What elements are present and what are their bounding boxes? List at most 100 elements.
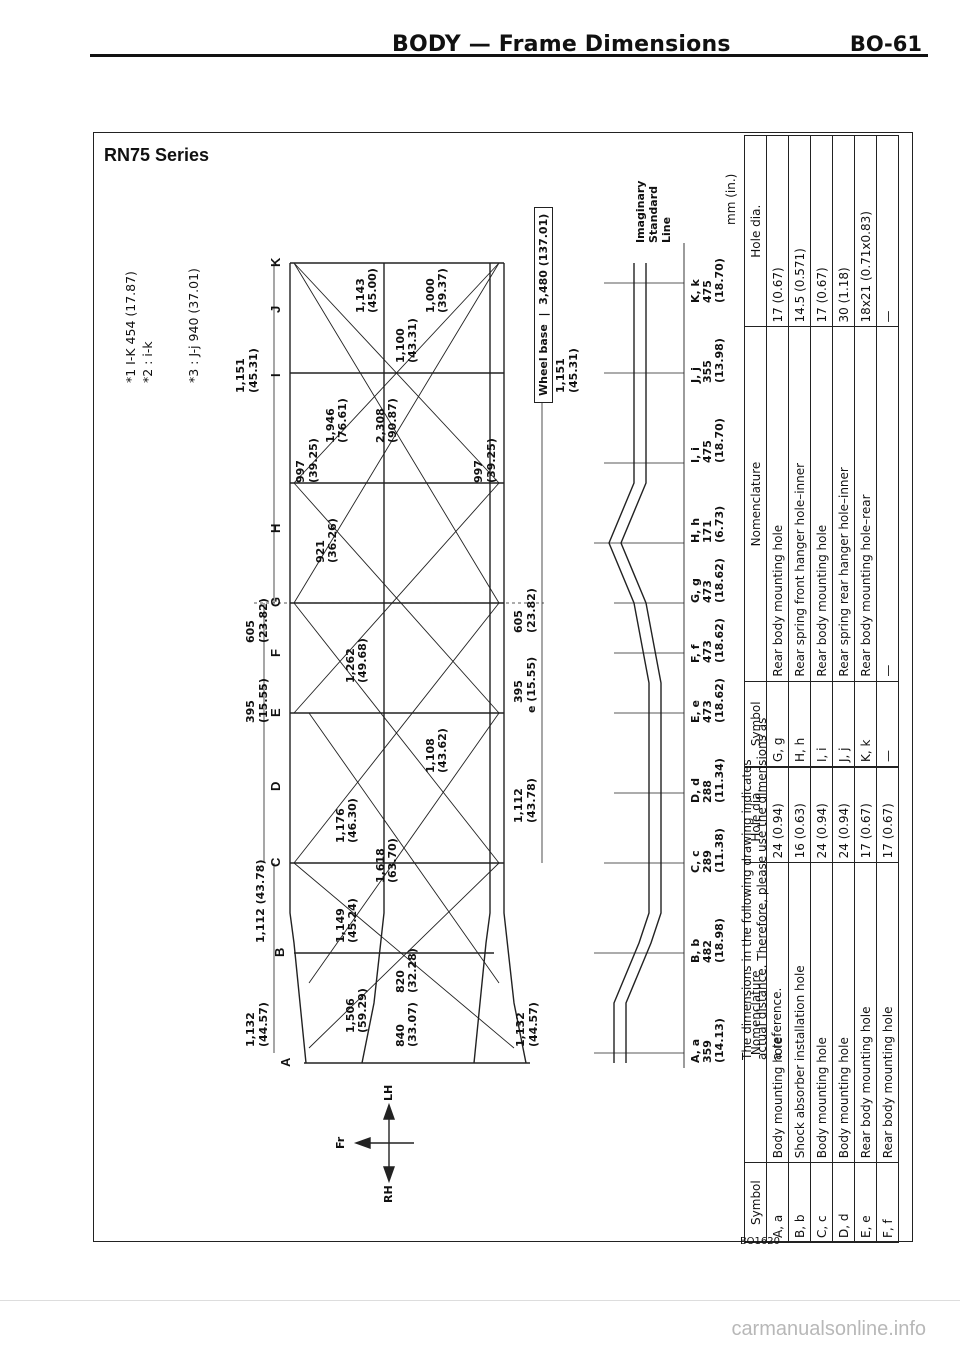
rotated-content: *1 I-K 454 (17.87) *2 : i-k *3 : J-j 940… [94,133,914,1243]
page-header: BODY — Frame Dimensions BO-61 [32,18,928,58]
caption-line-1: The dimensions in the following drawing … [740,759,754,1060]
diag-9-in: (36.26) [326,518,339,563]
dim-ab-bottom-in: (44.57) [527,1002,540,1047]
dim-hi-bottom-in: (39.25) [485,438,498,483]
diag-10-in: (76.61) [336,398,349,443]
figure-code: BO1620 [740,1236,781,1247]
page-title: BODY — Frame Dimensions [392,32,731,57]
dir-rh: RH [382,1185,395,1203]
frame-diagram: A B C D E F G H I J K [254,243,685,1184]
point-B: B [272,948,287,957]
point-F: F [268,649,283,657]
dim-ef-bottom: 395 [512,680,525,703]
point-J: J [268,306,283,313]
caption-line-3: a reference. [770,987,784,1060]
page-number: BO-61 [849,32,922,56]
series-label: RN75 Series [104,145,210,165]
dim-gi-bottom: 1,151 [554,358,567,393]
imaginary-1: Imaginary [634,180,647,243]
diag-5-in: (46.30) [346,798,359,843]
dim-fg-in: (23.82) [257,598,270,643]
dim-ef: 395 [244,700,257,723]
point-H: H [268,524,283,533]
dim-cd: 1,112 (43.78) [254,859,267,943]
frame-dimensions-figure: RN75 Series *1 I-K 454 (17.87) *2 : i-k … [93,132,914,1243]
dim-gi: 1,151 [234,358,247,393]
dim-fg-bottom-in: (23.82) [525,588,538,633]
dir-lh: LH [382,1084,395,1101]
point-D: D [268,782,283,791]
imaginary-line-label: Imaginary Standard Line [634,181,673,243]
col-nomenclature: Nomenclature [744,326,767,682]
diag-12-in: (43.31) [406,318,419,363]
col-hole-dia: Hole dia. [744,135,767,327]
point-I: I [268,373,283,377]
dim-ab-in: (44.57) [257,1002,270,1047]
wheel-base-label: Wheel base [537,324,550,396]
wheel-base-value: 3,480 (137.01) [537,213,550,305]
diag-2-in: (33.07) [406,1002,419,1047]
diag-1-in: (59.29) [356,988,369,1033]
dim-ab-bottom: 1,132 [514,1012,527,1047]
point-C: C [268,857,283,867]
header-rule [90,54,928,57]
diag-7-in: (43.62) [436,728,449,773]
footer-rule [0,1300,960,1301]
dim-hi-bottom: 997 [472,460,485,483]
wheel-base-box: Wheel base | 3,480 (137.01) [534,206,553,403]
dim-gi-in: (45.31) [247,348,260,393]
dim-hi: 997 [294,460,307,483]
diag-6-in: (63.70) [386,838,399,883]
dim-ef-bottom-in: e (15.55) [525,656,538,713]
dim-gi-bottom-in: (45.31) [567,348,580,393]
caption-block: The dimensions in the following drawing … [740,630,785,1060]
diag-4-in: (45.24) [346,898,359,943]
diag-8-in: (49.68) [356,638,369,683]
footer-watermark: carmanualsonline.info [731,1318,926,1340]
point-K: K [268,257,283,267]
frame-side-view [608,243,685,1068]
col-symbol: Symbol [744,1162,767,1243]
dim-cd-bottom: 1,112 [512,788,525,823]
direction-arrows-icon [353,1102,414,1184]
dim-cd-bottom-in: (43.78) [525,778,538,823]
table-row: ——— [876,135,899,767]
point-E: E [268,708,283,717]
imaginary-3: Line [660,216,673,243]
dim-fg: 605 [244,620,257,643]
unit-label: mm (in.) [724,173,738,225]
diag-3-in: (32.28) [406,948,419,993]
frame-top-view [289,262,530,1064]
dir-fr: Fr [334,1136,347,1149]
diag-13-in: (45.00) [366,268,379,313]
caption-line-2: actual distance. Therefore, please use t… [755,717,769,1060]
diag-11-in: (90.87) [386,398,399,443]
dim-ab: 1,132 [244,1012,257,1047]
dim-hi-in: (39.25) [307,438,320,483]
dim-ef-in: (15.55) [257,678,270,723]
imaginary-2: Standard [647,185,660,243]
point-G: G [268,597,283,607]
diag-14-in: (39.37) [436,268,449,313]
